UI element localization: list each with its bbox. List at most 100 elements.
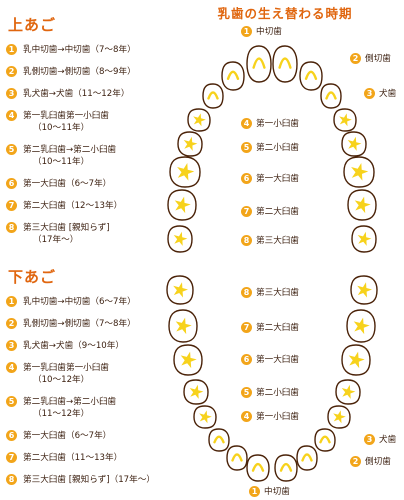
list-item-period: （11〜12年） [33, 409, 90, 419]
lower-label-canine: 3 犬歯 [362, 433, 398, 445]
number-badge: 3 [364, 433, 375, 445]
list-item: 8 第三大臼歯 [親知らず]（17年〜） [6, 474, 176, 486]
list-item: 4 第一乳臼歯第一小臼歯 （10〜12年） [6, 362, 176, 386]
upper-canine-left [202, 83, 224, 109]
upper-first-premolar-right [333, 108, 357, 132]
diagram-title: 乳歯の生え替わる時期 [217, 6, 353, 21]
list-item-period: （10〜11年） [33, 123, 90, 133]
lower-canine-right [314, 428, 336, 452]
list-item: 1 乳中切歯→中切歯（7〜8年） [6, 44, 176, 56]
lower-central-incisor-right [274, 454, 298, 482]
upper-second-premolar-right [341, 131, 367, 157]
number-badge: 2 [6, 318, 17, 329]
list-item-text: 乳側切歯→側切歯（8〜9年） [23, 67, 136, 77]
lower-lateral-incisor-left [226, 445, 248, 471]
lower-lateral-incisor-right [296, 445, 318, 471]
number-badge: 6 [241, 172, 252, 184]
number-badge: 8 [241, 234, 252, 246]
upper-central-incisor-left [246, 45, 272, 83]
list-item-text: 乳側切歯→側切歯（7〜8年） [23, 319, 136, 329]
list-item-text: 第三大臼歯 [親知らず] [23, 223, 110, 233]
tooth-label-text: 第二大臼歯 [256, 207, 299, 217]
lower-second-molar-left [168, 309, 198, 343]
number-badge: 2 [350, 52, 361, 64]
number-badge: 7 [6, 200, 17, 211]
lower-second-molar-right [346, 309, 376, 343]
list-item: 7 第二大臼歯（12〜13年） [6, 200, 176, 212]
upper-label-first-molar: 6 第一大臼歯 [239, 172, 301, 184]
tooth-label-text: 第二小臼歯 [256, 143, 299, 153]
number-badge: 1 [6, 44, 17, 55]
number-badge: 3 [6, 340, 17, 351]
number-badge: 2 [350, 455, 361, 467]
upper-second-molar-left [167, 189, 197, 221]
upper-label-lateral-incisor: 2 側切歯 [348, 52, 393, 64]
lower-label-third-molar: 8 第三大臼歯 [239, 286, 301, 298]
number-badge: 6 [6, 178, 17, 189]
tooth-label-text: 第二小臼歯 [256, 388, 299, 398]
lower-label-first-premolar: 4 第一小臼歯 [239, 410, 301, 422]
lower-second-premolar-right [335, 379, 361, 405]
list-item: 2 乳側切歯→側切歯（7〜8年） [6, 318, 176, 330]
list-item-period: （17年〜） [33, 235, 79, 245]
lower-label-lateral-incisor: 2 側切歯 [348, 455, 393, 467]
list-item-text: 乳中切歯→中切歯（7〜8年） [23, 45, 136, 55]
list-item-text: 第二大臼歯（12〜13年） [23, 201, 123, 211]
number-badge: 5 [241, 141, 252, 153]
list-item-text: 第二大臼歯（11〜13年） [23, 453, 123, 463]
tooth-label-text: 第三大臼歯 [256, 288, 299, 298]
number-badge: 4 [241, 410, 252, 422]
lower-label-second-molar: 7 第二大臼歯 [239, 321, 301, 333]
list-item-text: 第三大臼歯 [親知らず]（17年〜） [23, 475, 155, 485]
number-badge: 6 [241, 353, 252, 365]
list-item: 8 第三大臼歯 [親知らず] （17年〜） [6, 222, 176, 246]
upper-central-incisor-right [272, 45, 298, 83]
tooth-label-text: 中切歯 [264, 487, 290, 497]
tooth-label-text: 第三大臼歯 [256, 236, 299, 246]
number-badge: 1 [249, 485, 260, 497]
upper-label-canine: 3 犬歯 [362, 87, 398, 99]
tooth-label-text: 第一大臼歯 [256, 355, 299, 365]
number-badge: 4 [6, 110, 17, 121]
upper-third-molar-right [351, 225, 377, 253]
number-badge: 3 [364, 87, 375, 99]
upper-third-molar-left [167, 225, 193, 253]
upper-first-molar-right [343, 156, 375, 188]
tooth-label-text: 側切歯 [365, 457, 391, 467]
list-item-period: （10〜12年） [33, 375, 90, 385]
tooth-label-text: 側切歯 [365, 54, 391, 64]
lower-label-central-incisor: 1 中切歯 [247, 485, 292, 497]
number-badge: 4 [6, 362, 17, 373]
tooth-label-text: 犬歯 [379, 89, 397, 99]
list-item-text: 第二乳臼歯→第二小臼歯 [23, 397, 117, 407]
number-badge: 2 [6, 66, 17, 77]
upper-jaw-title: 上あご [8, 16, 57, 34]
list-item-text: 第一大臼歯（6〜7年） [23, 179, 112, 189]
number-badge: 8 [6, 474, 17, 485]
upper-second-molar-right [347, 189, 377, 221]
lower-label-second-premolar: 5 第二小臼歯 [239, 386, 301, 398]
lower-canine-left [208, 428, 230, 452]
upper-canine-right [320, 83, 342, 109]
tooth-label-text: 犬歯 [379, 435, 397, 445]
upper-label-second-molar: 7 第二大臼歯 [239, 205, 301, 217]
lower-label-first-molar: 6 第一大臼歯 [239, 353, 301, 365]
number-badge: 4 [241, 117, 252, 129]
upper-lateral-incisor-right [299, 61, 323, 91]
lower-first-premolar-right [327, 405, 351, 429]
lower-third-molar-right [350, 275, 378, 305]
list-item-text: 第一乳臼歯第一小臼歯 [23, 363, 109, 373]
number-badge: 5 [6, 396, 17, 407]
upper-label-first-premolar: 4 第一小臼歯 [239, 117, 301, 129]
list-item: 2 乳側切歯→側切歯（8〜9年） [6, 66, 176, 78]
number-badge: 8 [6, 222, 17, 233]
number-badge: 7 [6, 452, 17, 463]
lower-first-premolar-left [193, 405, 217, 429]
lower-central-incisor-left [246, 454, 270, 482]
lower-jaw-title: 下あご [8, 268, 57, 286]
